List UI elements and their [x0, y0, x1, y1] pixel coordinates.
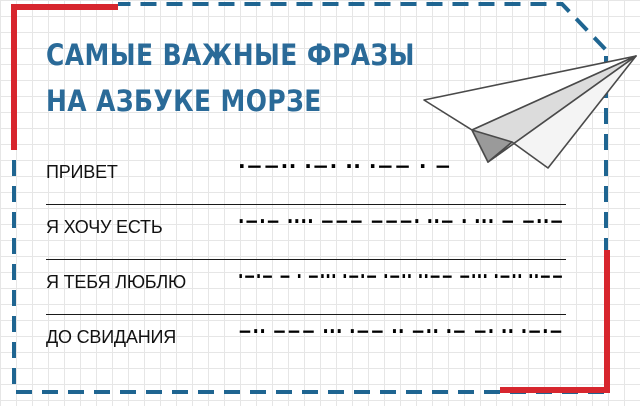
phrase-row-ya-hochu-est: Я ХОЧУ ЕСТЬ ·−·− ···· −−− −−−· ··− · ···… [46, 205, 566, 260]
phrase-text: Я ТЕБЯ ЛЮБЛЮ [46, 272, 187, 292]
phrase-row-do-svidaniya: ДО СВИДАНИЯ −·· −−− ··· ·−− ·· −·· ·− −·… [46, 315, 566, 369]
phrase-table: ПРИВЕТ ·−−·· ·−· ·· ·−− · − Я ХОЧУ ЕСТЬ … [46, 150, 566, 369]
title-line-2: НА АЗБУКЕ МОРЗЕ [46, 84, 322, 118]
paper-plane-icon [423, 55, 637, 169]
phrase-text: Я ХОЧУ ЕСТЬ [46, 217, 163, 237]
morse-code: ·−·− − · −··· ·−·− ·−·· ··−− −··· ·−·· ·… [238, 264, 564, 288]
dashed-card-border [12, 2, 613, 394]
red-corner-accent-top-left [11, 4, 118, 150]
red-corner-accent-bottom-right [500, 250, 610, 393]
phrase-text: ПРИВЕТ [46, 162, 118, 182]
morse-code: ·−−·· ·−· ·· ·−− · − [238, 154, 452, 178]
page-title: САМЫЕ ВАЖНЫЕ ФРАЗЫ НА АЗБУКЕ МОРЗЕ [46, 32, 415, 124]
phrase-text: ДО СВИДАНИЯ [46, 327, 177, 347]
morse-code: ·−·− ···· −−− −−−· ··− · ··· − −··− [238, 209, 565, 233]
phrase-row-ya-tebya-lyublyu: Я ТЕБЯ ЛЮБЛЮ ·−·− − · −··· ·−·− ·−·· ··−… [46, 260, 566, 315]
phrase-row-privet: ПРИВЕТ ·−−·· ·−· ·· ·−− · − [46, 150, 566, 205]
title-line-1: САМЫЕ ВАЖНЫЕ ФРАЗЫ [46, 38, 415, 72]
morse-code: −·· −−− ··· ·−− ·· −·· ·− −· ·· ·−·− [238, 319, 564, 343]
